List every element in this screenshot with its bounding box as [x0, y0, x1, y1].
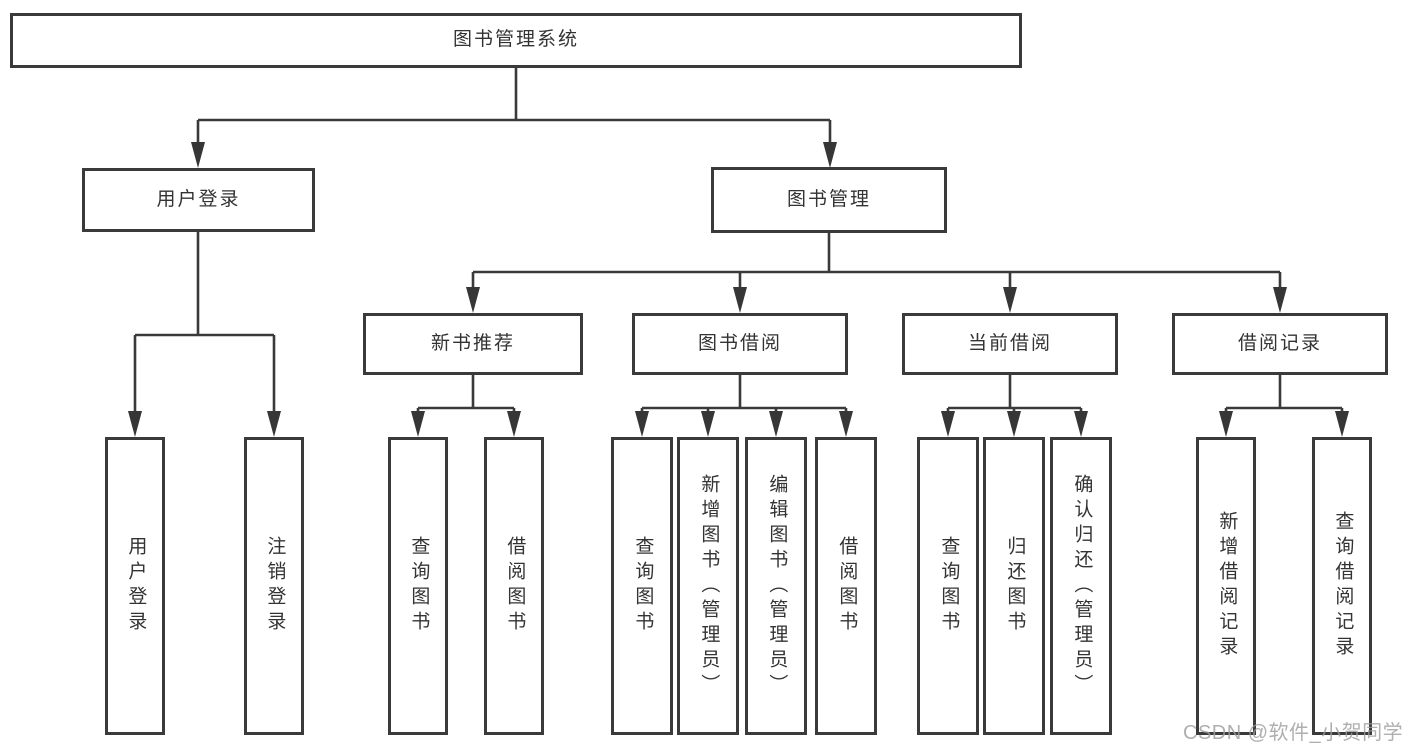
arrowhead — [1003, 287, 1017, 313]
arrowhead — [1273, 287, 1287, 313]
node-new-book-recommendation: 新书推荐 — [363, 313, 583, 375]
arrowhead — [1335, 411, 1349, 437]
arrowhead — [701, 411, 715, 437]
connector-line — [640, 375, 848, 414]
node-leaf-logout: 注销登录 — [244, 437, 304, 735]
connector-line — [471, 232, 1282, 290]
arrowhead — [267, 411, 281, 437]
arrowhead — [733, 287, 747, 313]
connector-line — [946, 375, 1083, 414]
connector-line — [133, 232, 276, 414]
node-book-borrowing: 图书借阅 — [632, 313, 848, 375]
arrowhead — [839, 411, 853, 437]
node-leaf-add-borrow-record: 新增借阅记录 — [1196, 437, 1256, 735]
arrowhead — [941, 411, 955, 437]
node-leaf-borrow-books-1: 借阅图书 — [484, 437, 544, 735]
node-leaf-query-books-3: 查询图书 — [917, 437, 979, 735]
csdn-watermark: CSDN @软件_小贺同学 — [1183, 722, 1404, 744]
node-leaf-query-borrow-record: 查询借阅记录 — [1312, 437, 1372, 735]
node-leaf-add-books-admin: 新增图书（管理员） — [677, 437, 739, 735]
arrowhead — [1219, 411, 1233, 437]
node-current-borrowing: 当前借阅 — [902, 313, 1118, 375]
connector-line — [416, 375, 516, 414]
node-leaf-borrow-books-2: 借阅图书 — [815, 437, 877, 735]
node-user-login-group: 用户登录 — [82, 168, 315, 232]
node-leaf-return-books: 归还图书 — [983, 437, 1045, 735]
node-leaf-query-books-2: 查询图书 — [611, 437, 673, 735]
connector-line — [196, 68, 832, 146]
node-leaf-edit-books-admin: 编辑图书（管理员） — [745, 437, 807, 735]
arrowhead — [128, 411, 142, 437]
node-leaf-confirm-return-admin: 确认归还（管理员） — [1050, 437, 1112, 735]
node-leaf-user-login: 用户登录 — [105, 437, 165, 735]
node-library-management-system: 图书管理系统 — [10, 13, 1022, 68]
arrowhead — [635, 411, 649, 437]
node-borrowing-records: 借阅记录 — [1172, 313, 1388, 375]
arrowhead — [823, 142, 837, 168]
arrowhead — [507, 411, 521, 437]
connector-line — [1224, 375, 1344, 414]
node-book-management: 图书管理 — [711, 167, 947, 233]
arrowhead — [191, 142, 205, 168]
arrowhead — [1007, 411, 1021, 437]
arrowhead — [411, 411, 425, 437]
arrowhead — [466, 287, 480, 313]
arrowhead — [769, 411, 783, 437]
arrowhead — [1074, 411, 1088, 437]
node-leaf-query-books-1: 查询图书 — [388, 437, 448, 735]
